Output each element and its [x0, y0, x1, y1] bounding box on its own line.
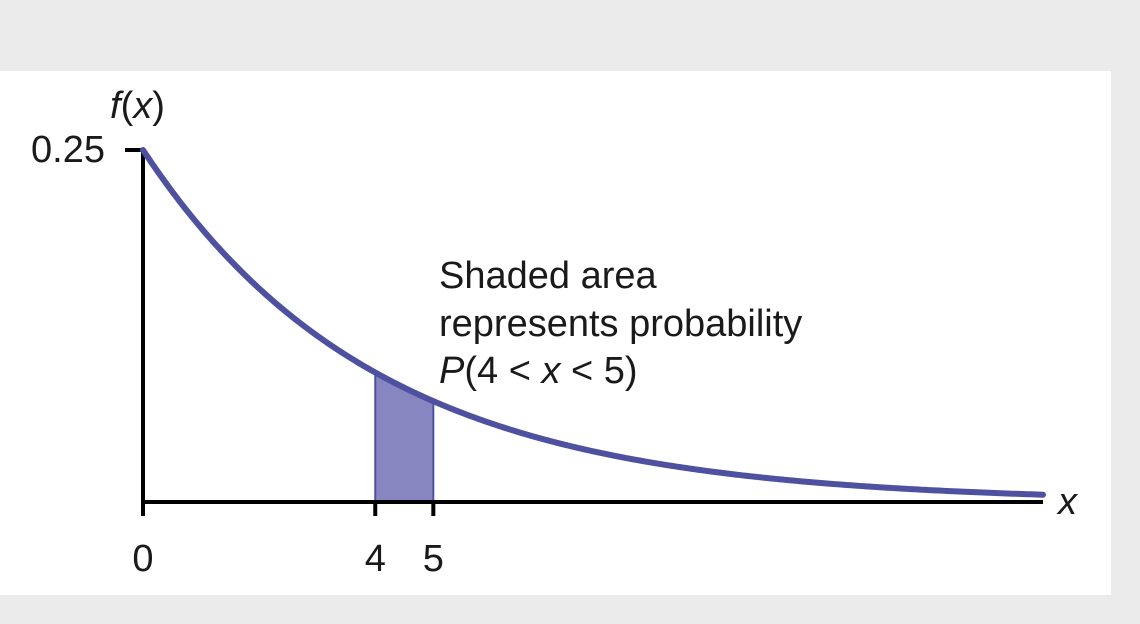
shaded-area-4-to-5: [375, 372, 434, 502]
annotation-line-3: P(4 < x < 5): [439, 350, 638, 392]
annotation-line-2: represents probability: [439, 303, 802, 345]
x-tick-label-0: 0: [132, 538, 153, 580]
x-tick-label-4: 4: [365, 538, 386, 580]
x-axis-label: x: [1056, 481, 1079, 523]
exponential-density-curve: [140, 147, 1046, 498]
x-tick-label-5: 5: [423, 538, 444, 580]
y-axis-label: f(x): [110, 85, 165, 127]
figure-panel: [0, 71, 1111, 595]
annotation-line-1: Shaded area: [439, 255, 657, 297]
y-tick-label-0.25: 0.25: [31, 129, 105, 171]
